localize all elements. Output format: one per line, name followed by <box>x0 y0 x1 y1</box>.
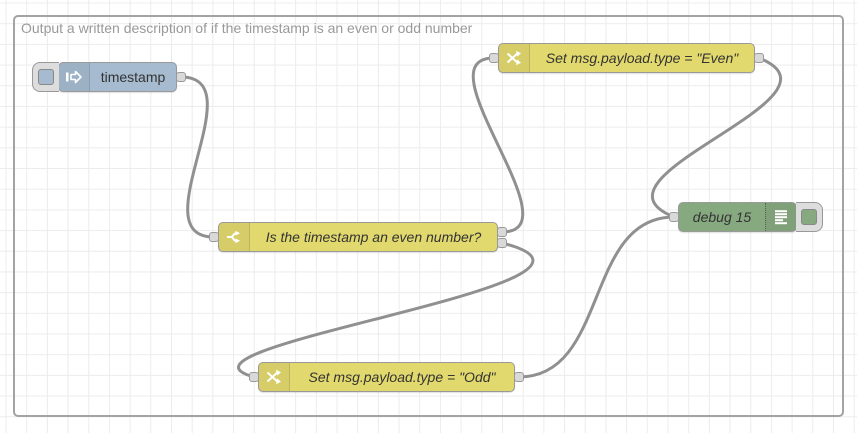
node-switch[interactable]: Is the timestamp an even number? <box>209 222 507 252</box>
change-shuffle-icon <box>259 363 290 391</box>
port-change-even-input[interactable] <box>489 53 499 63</box>
port-change-odd-output[interactable] <box>514 372 524 382</box>
switch-branch-icon <box>219 223 250 251</box>
debug-list-icon <box>765 203 796 231</box>
wire-switch-to-change-odd[interactable] <box>237 241 535 379</box>
node-change-even[interactable]: Set msg.payload.type = "Even" <box>489 43 764 73</box>
wire-change-odd-to-debug[interactable] <box>517 215 676 379</box>
port-timestamp-output[interactable] <box>176 72 186 82</box>
inject-button-face <box>38 69 54 85</box>
node-timestamp[interactable]: timestamp <box>32 62 186 92</box>
debug-button-face <box>801 209 817 225</box>
wire-change-even-to-debug[interactable] <box>651 56 782 219</box>
flow-group[interactable]: Output a written description of if the t… <box>13 15 844 417</box>
port-change-even-output[interactable] <box>754 53 764 63</box>
group-label: Output a written description of if the t… <box>21 20 473 36</box>
debug-toggle-button[interactable] <box>796 202 823 232</box>
node-label-timestamp: timestamp <box>100 69 166 85</box>
node-label-change-even: Set msg.payload.type = "Even" <box>545 50 739 66</box>
node-debug[interactable]: debug 15 <box>669 202 823 232</box>
port-change-odd-input[interactable] <box>249 372 259 382</box>
node-label-change-odd: Set msg.payload.type = "Odd" <box>308 369 496 385</box>
port-debug-input[interactable] <box>669 212 679 222</box>
node-label-switch: Is the timestamp an even number? <box>265 229 482 245</box>
change-shuffle-icon <box>499 44 530 72</box>
inject-arrow-icon <box>59 63 90 91</box>
node-change-odd[interactable]: Set msg.payload.type = "Odd" <box>249 362 524 392</box>
port-switch-input[interactable] <box>209 232 219 242</box>
wire-switch-to-change-even[interactable] <box>471 56 525 234</box>
port-switch-output-2[interactable] <box>497 238 507 248</box>
wire-timestamp-to-switch[interactable] <box>179 75 216 239</box>
inject-trigger-button[interactable] <box>32 62 59 92</box>
node-label-debug: debug 15 <box>692 209 752 225</box>
port-switch-output-1[interactable] <box>497 227 507 237</box>
